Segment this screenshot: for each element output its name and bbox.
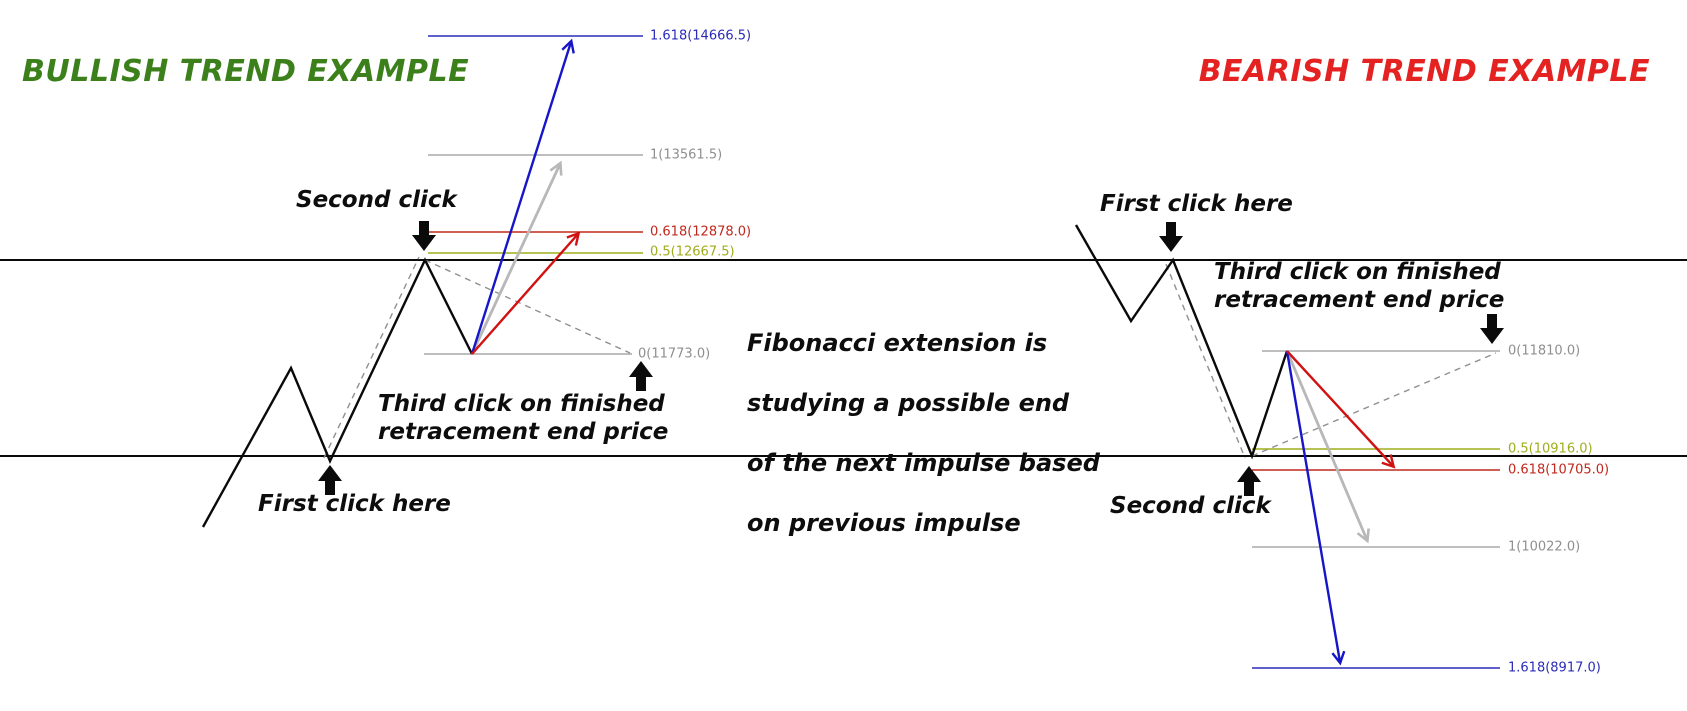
bullish-dashed-guide-click1-click2 (323, 256, 420, 459)
bearish-fib-label-0: 0(11810.0) (1508, 343, 1581, 359)
bearish-second-click-label: Second click (1110, 493, 1271, 519)
bearish-fib-label-1618: 1.618(8917.0) (1508, 660, 1601, 676)
bearish-price-zigzag (1074, 224, 1289, 460)
bearish-first-click-label: First click here (1100, 191, 1293, 217)
bearish-example (1074, 222, 1504, 669)
bullish-fib-label-05: 0.5(12667.5) (650, 244, 735, 260)
center-note-line: Fibonacci extension is (747, 329, 1048, 357)
bullish-third-click-label: Third click on finished retracement end … (378, 391, 669, 445)
bullish-first-click-label: First click here (258, 491, 451, 517)
bearish-title: BEARISH TREND EXAMPLE (1198, 54, 1650, 89)
center-note: Fibonacci extension is studying a possib… (747, 298, 1100, 568)
bearish-dashed-guide-click1-click2 (1165, 263, 1246, 459)
bearish-impulse-arrow-1618 (1285, 350, 1346, 666)
bullish-fib-label-1618: 1.618(14666.5) (650, 28, 752, 44)
bullish-second-click-arrow-icon (412, 221, 436, 251)
bearish-first-click-arrow-icon (1159, 222, 1183, 252)
bullish-impulse-arrow-1618 (470, 38, 575, 355)
bearish-dashed-guide-click2-click3 (1251, 352, 1497, 457)
bullish-example (201, 35, 653, 528)
center-note-line: of the next impulse based (747, 449, 1100, 477)
bullish-second-click-label: Second click (296, 187, 457, 213)
bullish-impulse-arrow-1 (470, 160, 563, 355)
bullish-fib-label-0: 0(11773.0) (638, 346, 711, 362)
center-note-line: on previous impulse (747, 509, 1021, 537)
bearish-fib-label-0618: 0.618(10705.0) (1508, 462, 1610, 478)
bearish-fib-label-1: 1(10022.0) (1508, 539, 1581, 555)
bearish-impulse-arrow-0618 (1286, 350, 1396, 469)
bearish-fib-label-05: 0.5(10916.0) (1508, 441, 1593, 457)
bullish-impulse-arrow-0618 (471, 231, 581, 355)
bullish-fib-label-0618: 0.618(12878.0) (650, 224, 752, 240)
bullish-dashed-guide-click2-click3 (424, 259, 631, 354)
bullish-fib-label-1: 1(13561.5) (650, 147, 723, 163)
bullish-price-zigzag (201, 257, 474, 528)
bullish-title: BULLISH TREND EXAMPLE (22, 54, 470, 89)
bullish-third-click-arrow-icon (629, 361, 653, 391)
price-level-lines (0, 259, 1687, 457)
center-note-line: studying a possible end (747, 389, 1070, 417)
bearish-impulse-arrow-1 (1285, 350, 1370, 544)
bearish-third-click-label: Third click on finished retracement end … (1214, 259, 1505, 313)
bearish-third-click-arrow-icon (1480, 314, 1504, 344)
